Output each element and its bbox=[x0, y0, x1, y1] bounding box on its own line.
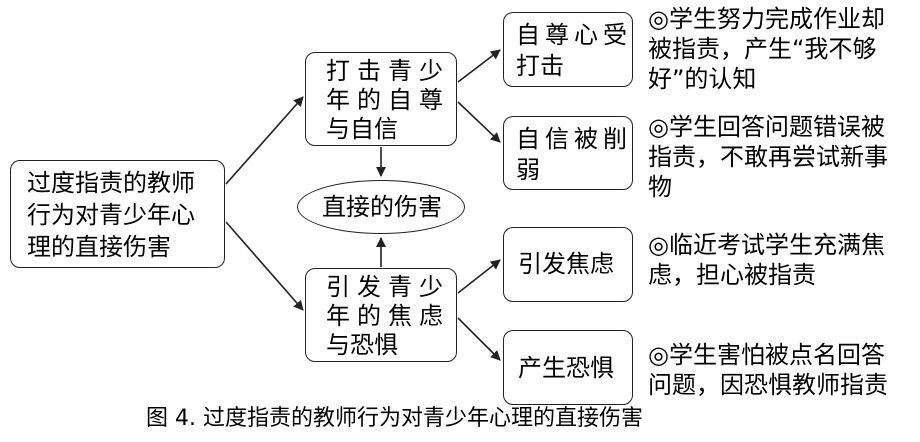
self-esteem-line-2: 年的自尊 bbox=[326, 86, 450, 114]
note-1-line-2: 被指责，产生“我不够 bbox=[648, 35, 877, 63]
self-esteem-node: 打击青少 年的自尊 与自信 bbox=[305, 52, 457, 146]
note-3-line-2: 虑，担心被指责 bbox=[648, 261, 816, 289]
anxiety-line-3: 与恐惧 bbox=[326, 331, 398, 359]
note-1-line-1: ◎学生努力完成作业却 bbox=[648, 5, 885, 33]
arrow-root-to-self bbox=[225, 96, 304, 185]
leaf-anxiety: 引发焦虑 bbox=[503, 227, 633, 302]
note-2-line-2: 指责，不敢再尝试新事 bbox=[648, 143, 888, 171]
arrow-anxiety-to-leaf3 bbox=[457, 259, 501, 294]
leaf-self-esteem-hurt: 自尊心受 打击 bbox=[503, 12, 633, 87]
figure-caption: 图 4. 过度指责的教师行为对青少年心理的直接伤害 bbox=[146, 406, 643, 431]
note-4-line-2: 问题，因恐惧教师指责 bbox=[648, 371, 888, 399]
note-1-line-3: 好”的认知 bbox=[648, 65, 757, 93]
anxiety-line-1: 引发青少 bbox=[326, 273, 450, 301]
leaf-confidence-weakened: 自信被削 弱 bbox=[503, 116, 633, 190]
leaf-2-line-1: 自信被削 bbox=[516, 125, 632, 153]
arrow-self-to-leaf1 bbox=[457, 49, 501, 83]
leaf-1-line-2: 打击 bbox=[516, 52, 564, 80]
root-line-1: 过度指责的教师 bbox=[27, 169, 195, 197]
arrow-self-to-leaf2 bbox=[457, 101, 501, 143]
note-2-line-3: 物 bbox=[648, 173, 672, 201]
anxiety-node: 引发青少 年的焦虑 与恐惧 bbox=[305, 268, 457, 362]
direct-harm-label: 直接的伤害 bbox=[322, 193, 442, 221]
leaf-1-line-1: 自尊心受 bbox=[516, 21, 632, 49]
leaf-2-line-2: 弱 bbox=[516, 156, 540, 184]
note-2-line-1: ◎学生回答问题错误被 bbox=[648, 113, 885, 141]
leaf-3-line-1: 引发焦虑 bbox=[518, 250, 614, 278]
self-esteem-line-3: 与自信 bbox=[326, 115, 398, 143]
root-line-3: 理的直接伤害 bbox=[27, 233, 171, 261]
note-3-line-1: ◎临近考试学生充满焦 bbox=[648, 231, 885, 259]
self-esteem-line-1: 打击青少 bbox=[326, 57, 450, 85]
leaf-fear: 产生恐惧 bbox=[503, 330, 633, 405]
direct-harm-ellipse: 直接的伤害 bbox=[297, 180, 465, 234]
arrow-anxiety-to-leaf4 bbox=[457, 317, 501, 361]
leaf-4-line-1: 产生恐惧 bbox=[518, 354, 614, 382]
note-4-line-1: ◎学生害怕被点名回答 bbox=[648, 341, 885, 369]
root-line-2: 行为对青少年心 bbox=[27, 201, 195, 229]
root-node: 过度指责的教师 行为对青少年心 理的直接伤害 bbox=[10, 160, 225, 268]
anxiety-line-2: 年的焦虑 bbox=[326, 302, 450, 330]
arrow-root-to-anxiety bbox=[225, 221, 304, 311]
